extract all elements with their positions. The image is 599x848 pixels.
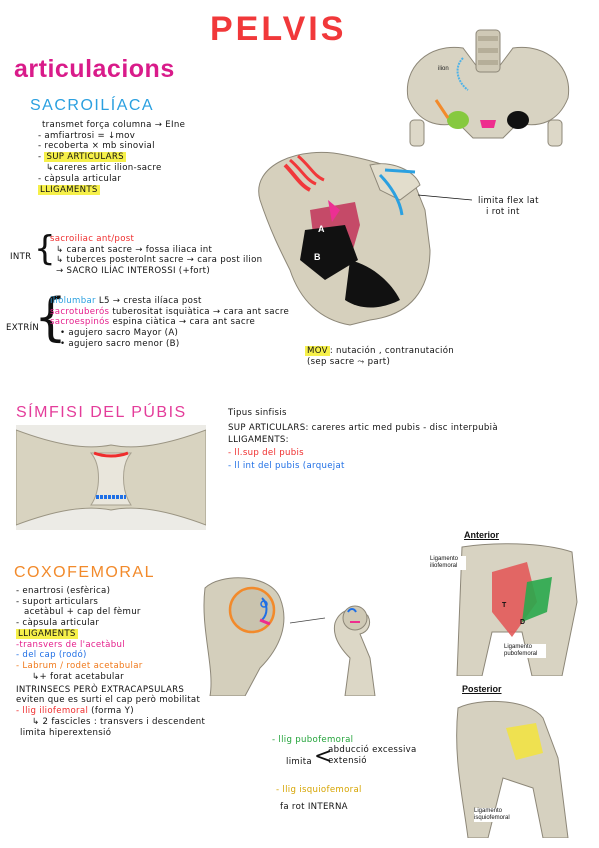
coxo-line-1: - enartrosi (esfèrica) [16, 586, 111, 596]
pubo-option-b: extensió [328, 755, 367, 766]
sacro-line-1: transmet força columna → EIne [42, 120, 186, 130]
sacroespinos-label: sacroespinós [50, 317, 110, 328]
simfisi-heading: SÍMFISI DEL PÚBIS [16, 404, 187, 421]
pelvis-top-figure: ilion [406, 29, 570, 147]
coxo-intrinsecs: INTRINSECS PERÒ EXTRACAPSULARS [16, 684, 185, 695]
intr-brace: { [34, 229, 56, 269]
simfisi-tipus: Tipus sinfisis [228, 408, 287, 418]
extr-line-2: sacrotuberós tuberositat isquiàtica → ca… [50, 307, 289, 318]
label-a: A [318, 224, 325, 234]
pubo-label: - llig pubofemoral [272, 735, 354, 745]
posterior-figure [456, 700, 569, 838]
extr-label: EXTRÍN [6, 323, 40, 333]
simfisi-figure [16, 425, 206, 530]
pubo-options: abducció excessiva extensió [328, 745, 417, 766]
posterior-panel: Posterior Ligamento isquiofemoral [440, 682, 590, 840]
intr-line-3: ↳ tuberces posterolnt sacre → cara post … [56, 255, 263, 266]
pubo-option-a: abducció excessiva [328, 745, 417, 755]
limita-flex-note: limita flex lat i rot int [478, 196, 539, 217]
isquio-label: - llig isquiofemoral [276, 785, 362, 795]
sacroiliaca-heading: SACROILÍACA [30, 97, 155, 114]
limita-line-1: limita flex lat [478, 196, 539, 206]
extr-line-3: sacroespinós espina ciàtica → cara ant s… [50, 317, 289, 328]
coxo-lig-2: - del cap (rodó) [16, 650, 87, 661]
extr-brace: { [34, 288, 68, 348]
coxo-ligaments-label: LLIGAMENTS [16, 628, 78, 639]
anterior-figure: T D [456, 543, 578, 676]
simfisi-sup: SUP ARTICULARS: careres artic med pubis … [228, 422, 498, 433]
coxo-lig-3: - Labrum / rodet acetabular [16, 661, 143, 672]
pubo-brace: < [314, 744, 333, 769]
sacro-sup: - SUP ARTICULARS [38, 152, 126, 163]
posterior-lig-isquio: Ligamento isquiofemoral [474, 808, 514, 823]
iliolumbar-rest: L5 → cresta ilíaca post [95, 296, 202, 306]
sacro-ligaments: LLIGAMENTS [38, 185, 185, 196]
anterior-lig-pubo: Ligamento pubofemoral [504, 644, 546, 659]
sacroespinos-rest: espina ciàtica → cara ant sacre [109, 317, 256, 328]
coxo-ligaments: LLIGAMENTS [16, 628, 205, 640]
coxo-ilio: - llig iliofemoral (forma Y) [16, 706, 205, 717]
sacrotuberos-label: sacrotuberós [50, 306, 110, 317]
limita-line-2: i rot int [486, 206, 520, 217]
coxo-lig-1: -transvers de l'acetàbul [16, 639, 125, 650]
label-b: B [314, 252, 321, 262]
ilio-label: - llig iliofemoral [16, 706, 89, 717]
sacroiliaca-lines: transmet força columna → EIne - amfiartr… [38, 120, 185, 196]
coxofemoral-figure [203, 577, 376, 696]
mov-note: MOV: nutación , contranutación (sep sacr… [305, 346, 454, 367]
simfisi-ligaments: LLIGAMENTS: [228, 435, 289, 446]
sacrotuberos-rest: tuberositat isquiàtica → cara ant sacre [109, 306, 290, 317]
anterior-title: Anterior [464, 530, 500, 540]
extr-lines: iliolumbar L5 → cresta ilíaca post sacro… [50, 296, 289, 350]
coxo-line-4: - càpsula articular [16, 618, 100, 629]
sacro-capsula: - càpsula articular [38, 173, 122, 184]
extr-line-1: iliolumbar L5 → cresta ilíaca post [50, 296, 289, 307]
isquio-rest: fa rot INTERNA [280, 801, 348, 812]
intr-lines: sacroiliac ant/post ↳ cara ant sacre → f… [50, 234, 262, 277]
coxofemoral-heading: COXOFEMORAL [14, 564, 155, 581]
mov-label: MOV [305, 346, 330, 356]
intr-line-1: sacroiliac ant/post [50, 234, 135, 244]
extr-line-5: • agujero sacro menor (B) [60, 338, 180, 349]
intr-label: INTR [10, 252, 32, 262]
posterior-title: Posterior [462, 684, 502, 694]
ligaments-label: LLIGAMENTS [38, 185, 100, 196]
ilio-rest: (forma Y) [88, 706, 134, 717]
mov-text: : nutación , contranutación [329, 346, 455, 356]
anterior-panel: Anterior T D Ligamento iliofemoral Ligam… [428, 526, 588, 676]
isquio-notes: - llig isquiofemoral fa rot INTERNA [276, 785, 362, 812]
sacro-line-3: - recoberta × mb sinovial [38, 141, 155, 152]
intr-line-2: ↳ cara ant sacre → fossa iliaca int [56, 244, 213, 255]
anterior-letter-d: D [520, 619, 525, 626]
coxofemoral-lines: - enartrosi (esfèrica) - suport articula… [16, 586, 205, 738]
simfisi-text: Tipus sinfisis SUP ARTICULARS: careres a… [228, 408, 498, 472]
intr-line-4: → SACRO ILÍAC INTEROSSI (+fort) [56, 266, 211, 277]
coxo-line-2: - suport articulars [16, 596, 99, 607]
coxo-line-3: acetàbul + cap del fèmur [24, 607, 141, 618]
page-subtitle: articulacions [14, 55, 175, 83]
anterior-letter-t: T [502, 602, 507, 609]
simfisi-lig-2: - ll int del pubis (arquejat [228, 460, 345, 471]
pubo-notes: - llig pubofemoral [272, 735, 353, 746]
coxo-fasc: ↳ 2 fascicles : transvers i descendent [32, 716, 206, 727]
pubo-limita-word: limita [286, 757, 312, 767]
sacro-line-2: - amfiartrosi = ↓mov [38, 130, 136, 141]
anterior-lig-ilio: Ligamento iliofemoral [430, 556, 466, 571]
sacro-sup-detail: ↳careres artic ilion-sacre [46, 162, 162, 173]
simfisi-lig-1: - ll.sup del pubis [228, 448, 304, 459]
ilion-label: ilion [438, 66, 449, 72]
page-title: PELVIS [210, 10, 347, 48]
sup-articulars-label: SUP ARTICULARS [44, 152, 126, 163]
mov-line-2: (sep sacre ⤳ part) [307, 356, 391, 367]
mov-line-1: MOV: nutación , contranutación [305, 346, 454, 357]
extr-line-4: • agujero sacro Mayor (A) [60, 328, 179, 339]
iliolumbar-label: iliolumbar [50, 296, 96, 306]
coxo-lig-4: ↳+ forat acetabular [32, 671, 125, 682]
pubo-limita: limita [286, 757, 312, 768]
sacroiliac-figure: A B [258, 151, 473, 326]
coxo-limit-hip: limita hiperextensió [20, 727, 112, 738]
coxo-evitar: eviten que es surti el cap però mobilita… [16, 695, 201, 706]
